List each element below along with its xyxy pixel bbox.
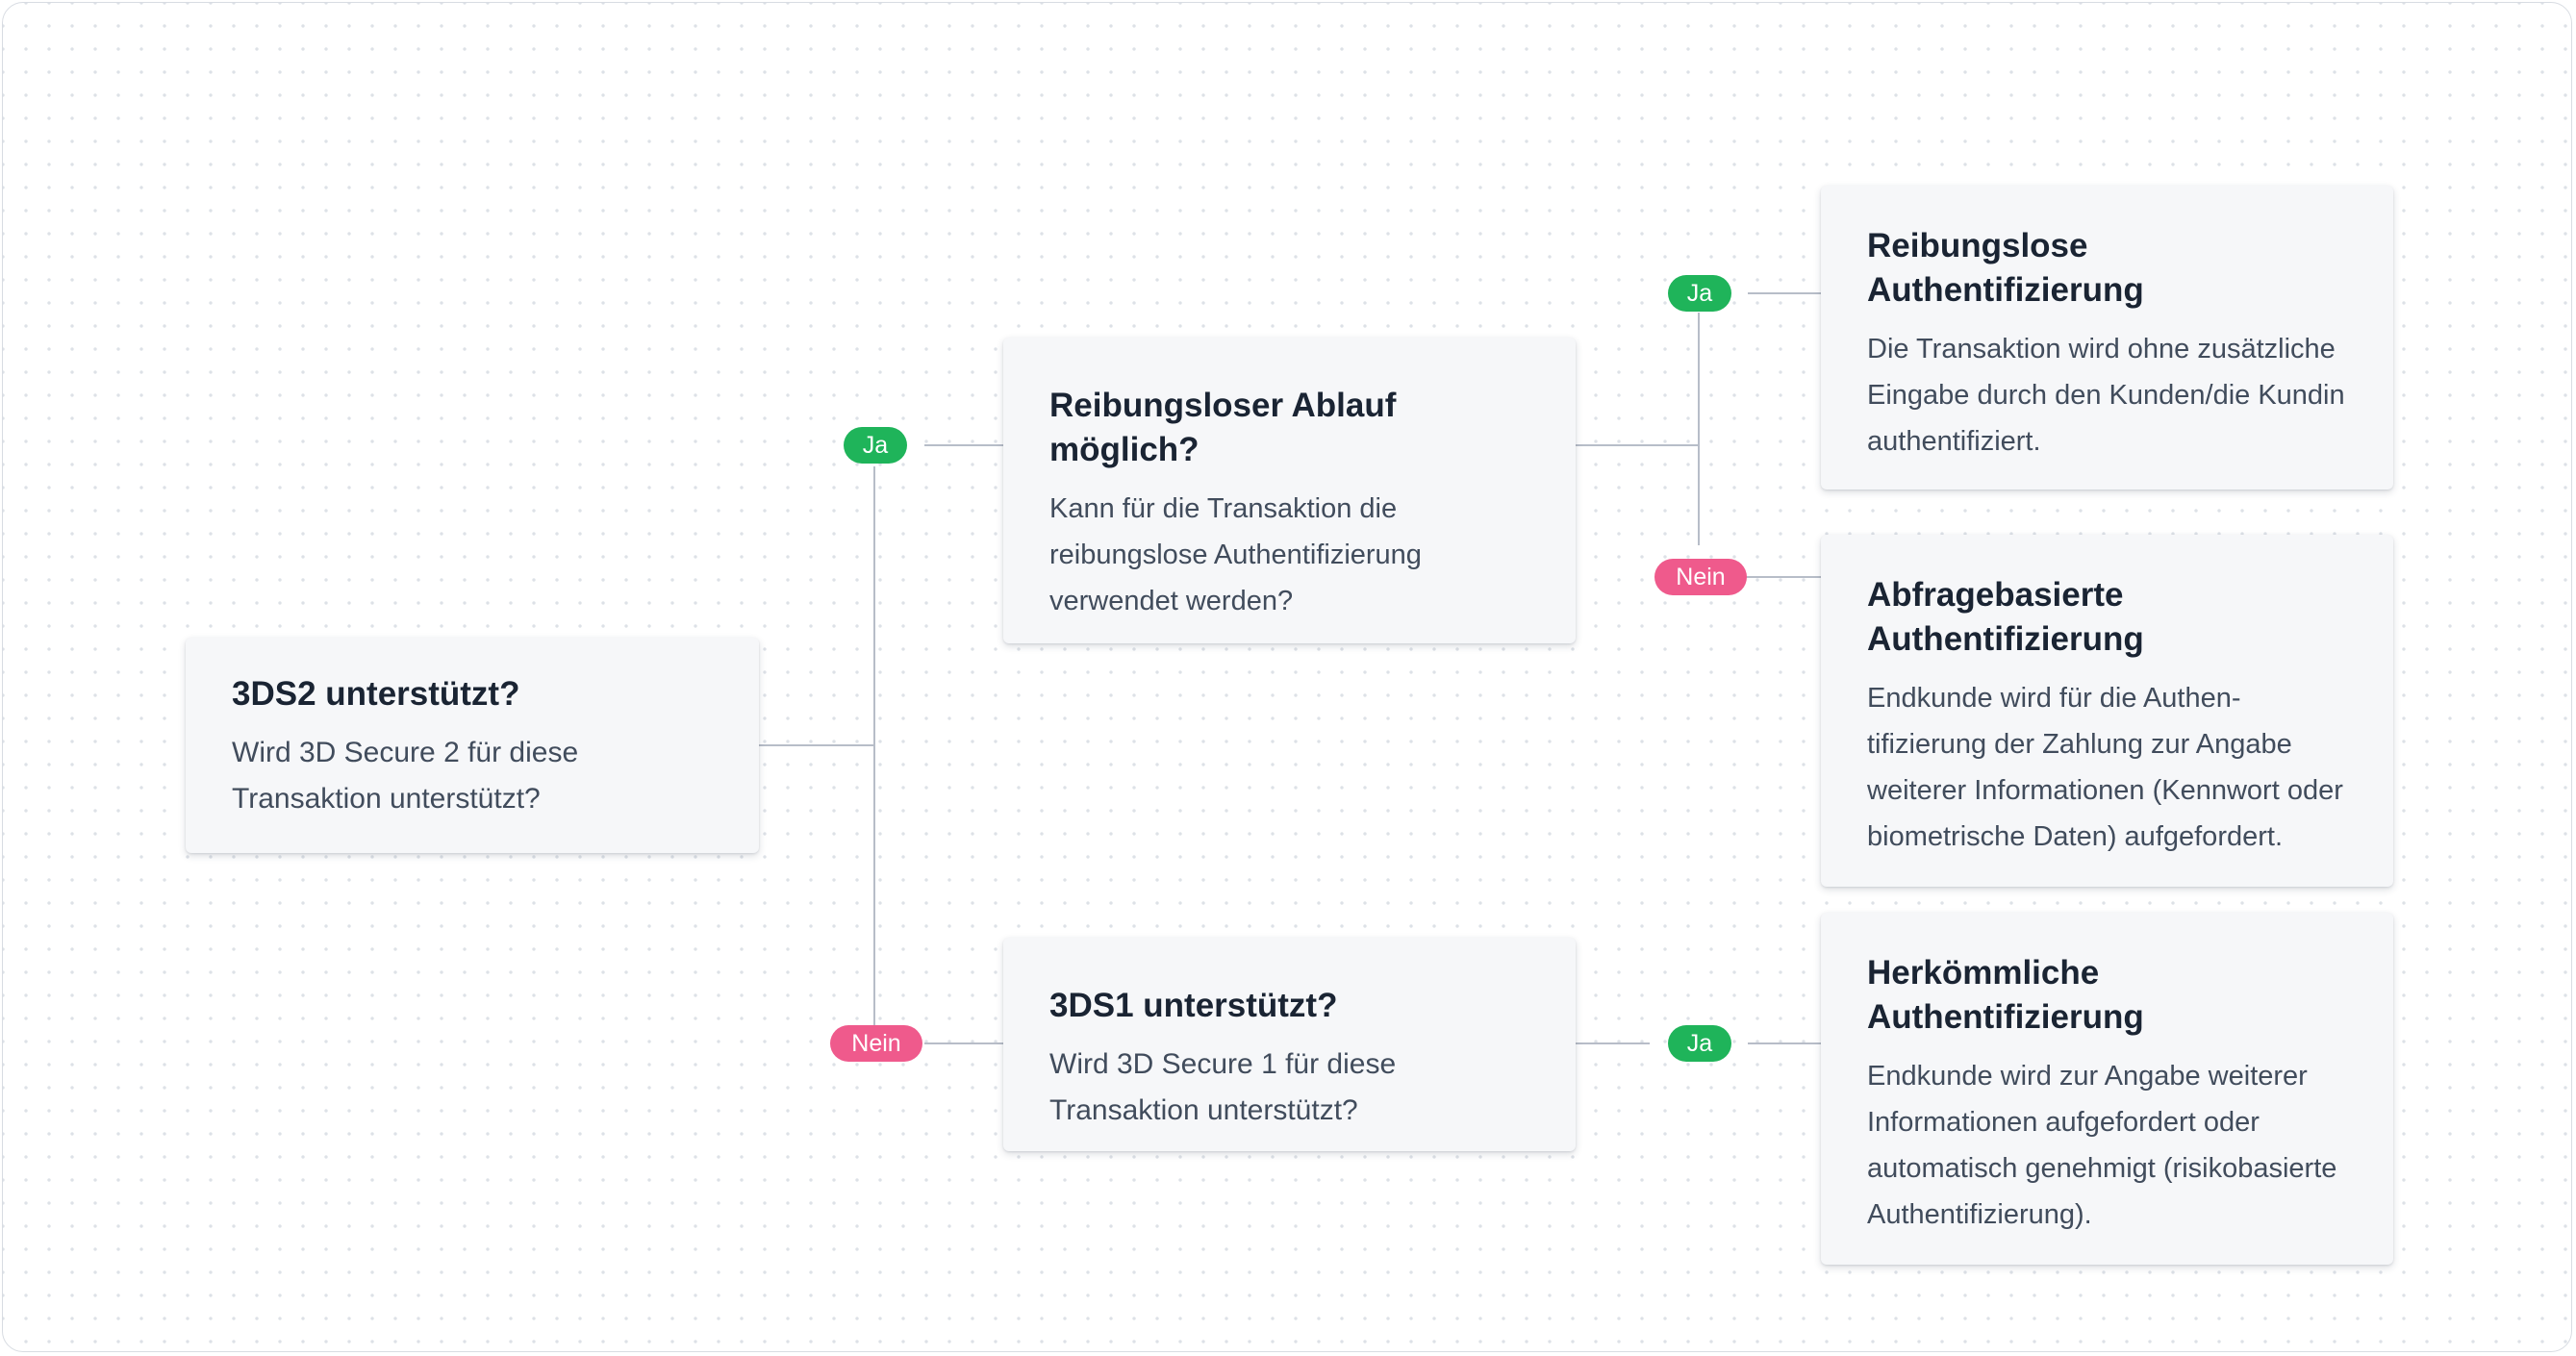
node-legacy-auth: Herkömmliche Authentifizierung Endkunde … — [1821, 913, 2393, 1265]
edge-label-frictionless-no: Nein — [1654, 559, 1747, 595]
node-3ds1-supported: 3DS1 unterstützt? Wird 3D Secure 1 für d… — [1003, 938, 1576, 1151]
node-description: Endkunde wird für die Authen­tifizierung… — [1867, 683, 2343, 852]
node-3ds2-supported: 3DS2 unterstützt? Wird 3D Secure 2 für d… — [186, 638, 759, 853]
connector-lines — [759, 292, 1821, 1044]
node-title: Reibungsloser Ablauf möglich? — [1049, 387, 1397, 468]
node-description: Die Transaktion wird ohne zusätzliche Ei… — [1867, 334, 2345, 457]
node-title: 3DS1 unterstützt? — [1049, 987, 1338, 1024]
node-description: Kann für die Transaktion die reibungslos… — [1049, 493, 1422, 616]
node-frictionless-possible: Reibungsloser Ablauf möglich? Kann für d… — [1003, 338, 1576, 643]
edge-label-root-yes: Ja — [844, 427, 907, 464]
edge-label-root-no: Nein — [830, 1025, 922, 1062]
node-title: 3DS2 unterstützt? — [232, 675, 520, 713]
edge-label-ds1-yes: Ja — [1668, 1025, 1731, 1062]
node-description: Endkunde wird zur Angabe weiterer Inform… — [1867, 1061, 2337, 1230]
edge-label-frictionless-yes: Ja — [1668, 275, 1731, 312]
node-challenge-auth: Abfragebasierte Authentifizierung Endkun… — [1821, 535, 2393, 887]
node-title: Abfragebasierte Authentifizierung — [1867, 576, 2144, 658]
node-frictionless-auth: Reibungslose Authentifizierung Die Trans… — [1821, 186, 2393, 490]
node-title: Herkömmliche Authentifizierung — [1867, 954, 2144, 1036]
node-description: Wird 3D Secure 1 für diese Transaktion u… — [1049, 1048, 1397, 1126]
node-title: Reibungslose Authentifizierung — [1867, 227, 2144, 309]
node-description: Wird 3D Secure 2 für diese Transaktion u… — [232, 737, 579, 815]
